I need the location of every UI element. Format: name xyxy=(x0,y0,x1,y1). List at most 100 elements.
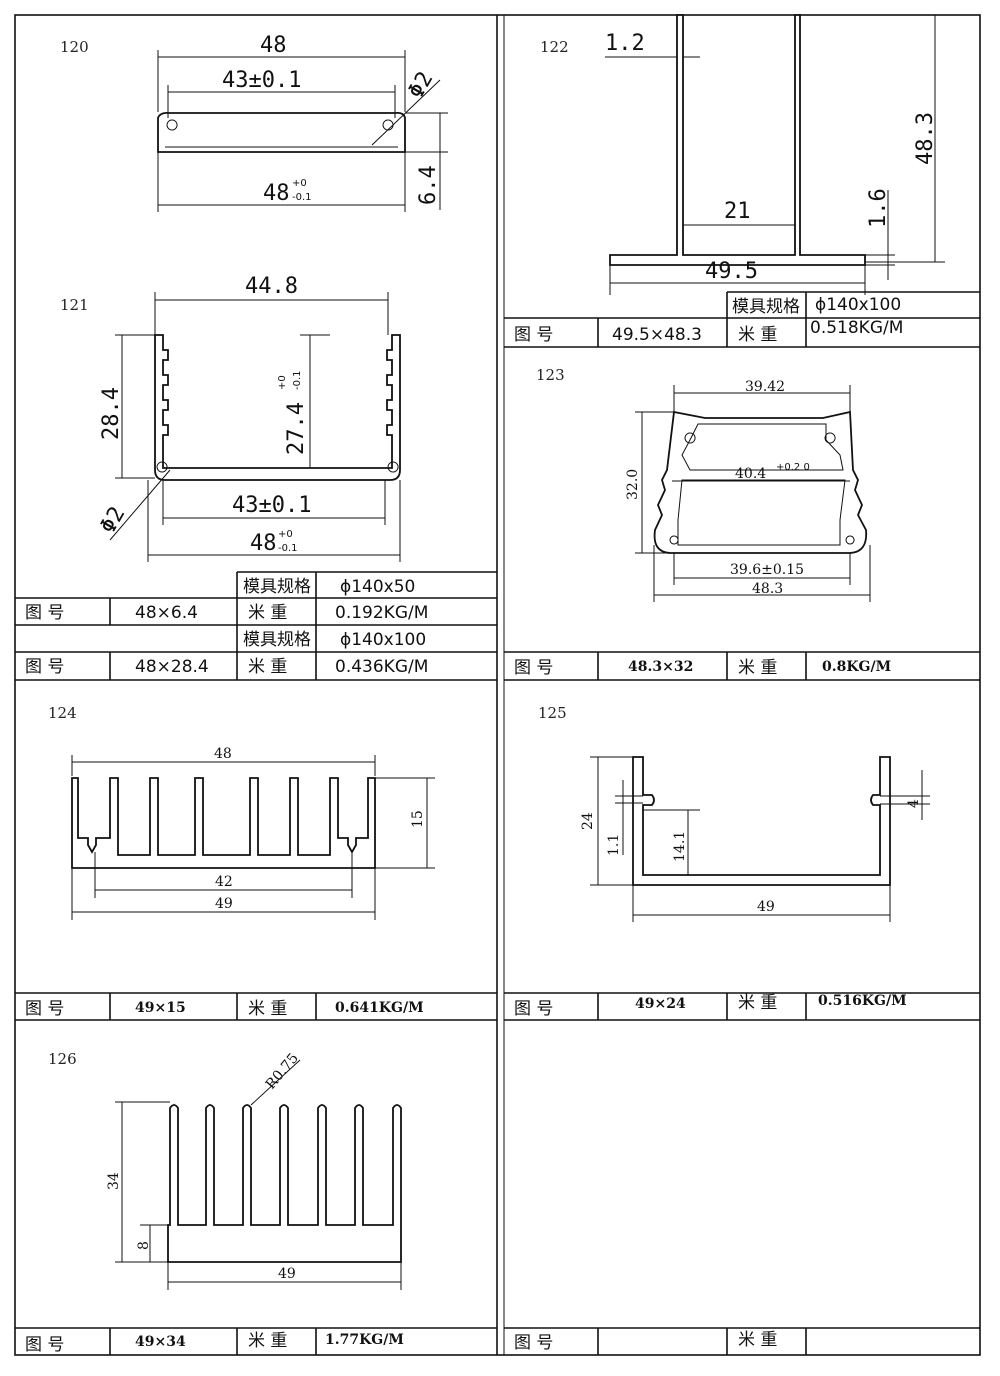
figure-no-label: 图 号 xyxy=(25,657,64,677)
dim-slot: 1.1 xyxy=(606,834,622,856)
dim-inner: 39.6±0.15 xyxy=(730,562,804,578)
figure-no-label: 图 号 xyxy=(514,999,553,1019)
dim-radius: R0.75 xyxy=(263,1050,302,1092)
dim-width: 44.8 xyxy=(245,274,298,299)
tol-plus: +0 xyxy=(278,529,293,540)
profile-number: 122 xyxy=(540,38,569,56)
dim-width: 49 xyxy=(278,1266,296,1282)
figure-no-label: 图 号 xyxy=(25,1335,64,1355)
dim-height: 24 xyxy=(580,812,596,830)
dim-slot-width: 4 xyxy=(906,799,922,808)
weight-value: 0.8KG/M xyxy=(822,659,891,675)
size-value: 49×15 xyxy=(135,1000,186,1016)
profile-126: 126 R0.75 34 8 49 xyxy=(48,1050,402,1290)
dim-height: 28.4 xyxy=(99,387,124,440)
spec-table-126: 图 号 49×34 米 重 1.77KG/M xyxy=(15,1327,497,1355)
figure-no-label: 图 号 xyxy=(514,658,553,678)
weight-label: 米 重 xyxy=(248,657,287,677)
profile-number: 124 xyxy=(48,704,77,722)
tol-plus: +0 xyxy=(292,178,307,189)
figure-no-label: 图 号 xyxy=(514,325,553,345)
profile-number: 121 xyxy=(60,296,89,314)
profile-number: 126 xyxy=(48,1050,77,1068)
die-spec-value: ϕ140x100 xyxy=(340,630,426,650)
sheet-frame xyxy=(14,14,981,1356)
profile-124: 124 48 15 42 49 xyxy=(48,704,435,920)
figure-no-label: 图 号 xyxy=(514,1333,553,1353)
weight-value: 0.518KG/M xyxy=(810,318,903,338)
figure-no-label: 图 号 xyxy=(25,603,64,623)
dim-height: 32.0 xyxy=(625,469,641,500)
profile-number: 123 xyxy=(536,366,565,384)
tol-plus: +0 xyxy=(277,375,288,390)
size-value: 48×28.4 xyxy=(135,657,209,677)
dim-inner: 42 xyxy=(215,874,233,890)
spec-table-125: 图 号 49×24 米 重 0.516KG/M xyxy=(504,992,980,1020)
weight-value: 0.436KG/M xyxy=(335,657,428,677)
weight-value: 0.192KG/M xyxy=(335,603,428,623)
profile-121: 121 44.8 28.4 27.4 +0 -0.1 43±0.1 48 +0 … xyxy=(60,274,401,562)
profile-125: 125 24 1.1 14.1 4 49 xyxy=(538,704,930,922)
dim-height: 48.3 xyxy=(913,112,938,165)
profile-120: 120 48 43±0.1 48 +0 -0.1 6.4 Φ2 xyxy=(60,33,448,212)
die-spec-label: 模具规格 xyxy=(243,630,311,650)
spec-table-empty: 图 号 米 重 xyxy=(504,1327,980,1355)
dim-inner: 43±0.1 xyxy=(232,493,311,518)
weight-value: 0.641KG/M xyxy=(335,1000,424,1016)
tol-minus: -0.1 xyxy=(278,543,298,554)
dim-mid: 40.4 xyxy=(735,466,766,482)
dim-height: 34 xyxy=(106,1172,122,1190)
weight-label: 米 重 xyxy=(738,658,777,678)
dim-height: 6.4 xyxy=(416,165,441,205)
dim-inner: 43±0.1 xyxy=(222,68,301,93)
spec-table-122: 模具规格 ϕ140x100 图 号 49.5×48.3 米 重 0.518KG/… xyxy=(504,291,980,347)
die-spec-value: ϕ140x100 xyxy=(815,295,901,315)
spec-table-124: 图 号 49×15 米 重 0.641KG/M xyxy=(15,992,497,1020)
dim-mid-tol: +0.2 0 xyxy=(776,462,810,473)
weight-label: 米 重 xyxy=(738,1330,777,1350)
die-spec-label: 模具规格 xyxy=(243,577,311,597)
dim-slot-height: 14.1 xyxy=(672,831,688,862)
die-spec-value: ϕ140x50 xyxy=(340,577,415,597)
profile-number: 120 xyxy=(60,38,89,56)
figure-no-label: 图 号 xyxy=(25,999,64,1019)
size-value: 49.5×48.3 xyxy=(612,325,702,345)
profile-123: 123 39.42 32.0 40.4 +0.2 0 39.6±0.15 48.… xyxy=(536,366,871,602)
size-value: 49×24 xyxy=(635,996,686,1012)
dim-base: 48 xyxy=(263,181,290,206)
dim-base: 48 xyxy=(250,531,277,556)
size-value: 49×34 xyxy=(135,1334,186,1350)
spec-table-123: 图 号 48.3×32 米 重 0.8KG/M xyxy=(504,651,980,680)
dim-width: 48 xyxy=(260,33,287,58)
dim-width: 48.3 xyxy=(752,581,783,597)
tol-minus: -0.1 xyxy=(292,370,303,390)
dim-hole: Φ2 xyxy=(404,68,439,103)
weight-label: 米 重 xyxy=(248,603,287,623)
spec-table-120: 模具规格 ϕ140x50 图 号 48×6.4 米 重 0.192KG/M xyxy=(15,571,497,626)
weight-value: 0.516KG/M xyxy=(818,993,907,1009)
size-value: 48.3×32 xyxy=(628,659,693,675)
dim-base-height: 8 xyxy=(136,1241,152,1250)
weight-label: 米 重 xyxy=(738,325,777,345)
dim-top: 48 xyxy=(214,746,232,762)
spec-table-121: 模具规格 ϕ140x100 图 号 48×28.4 米 重 0.436KG/M xyxy=(15,625,497,680)
weight-value: 1.77KG/M xyxy=(325,1332,404,1348)
dim-width: 49 xyxy=(757,899,775,915)
size-value: 48×6.4 xyxy=(135,603,198,623)
weight-label: 米 重 xyxy=(738,993,777,1013)
dim-width: 49 xyxy=(215,896,233,912)
weight-label: 米 重 xyxy=(248,1331,287,1351)
dim-hole: Φ2 xyxy=(96,503,131,538)
dim-fin-thickness: 1.2 xyxy=(605,31,645,56)
dim-height: 15 xyxy=(410,810,426,828)
dim-top: 39.42 xyxy=(745,379,785,395)
weight-label: 米 重 xyxy=(248,999,287,1019)
tol-minus: -0.1 xyxy=(292,192,312,203)
profile-number: 125 xyxy=(538,704,567,722)
die-spec-label: 模具规格 xyxy=(732,297,800,317)
dim-gap: 21 xyxy=(724,199,751,224)
dim-base-thickness: 1.6 xyxy=(866,188,891,228)
profile-122: 122 1.2 21 49.5 1.6 48.3 xyxy=(540,14,945,295)
dim-width: 49.5 xyxy=(705,259,758,284)
